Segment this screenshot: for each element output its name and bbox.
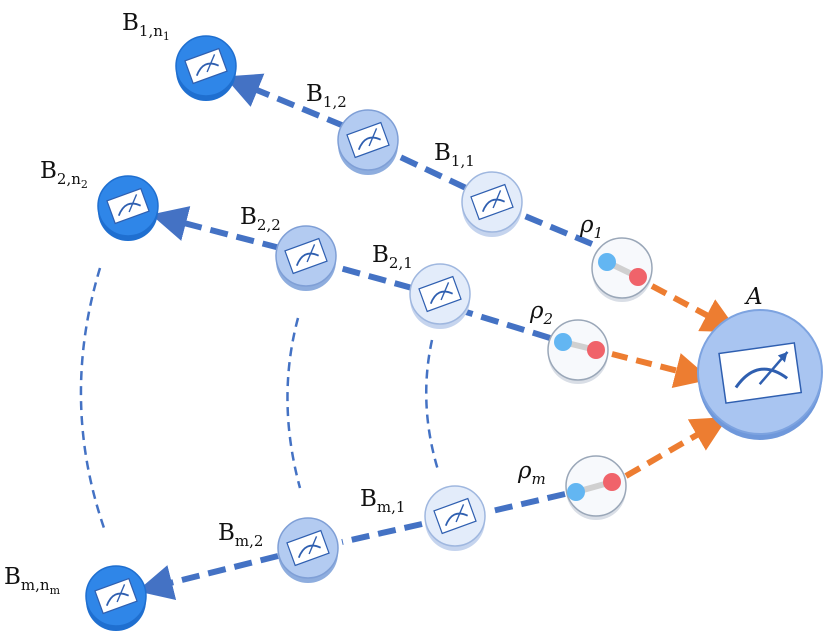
meter-icon bbox=[433, 497, 477, 535]
chain-2-link bbox=[465, 309, 551, 341]
chain-1-link bbox=[396, 153, 468, 191]
state-m-pair bbox=[565, 455, 627, 520]
state-1-pair bbox=[591, 237, 653, 302]
ellipsis-arc-icon bbox=[79, 267, 106, 529]
meter-icon bbox=[184, 47, 228, 85]
chain-2-arrow bbox=[150, 206, 281, 251]
ellipsis-arc-icon bbox=[424, 339, 440, 471]
state-m-arrow bbox=[624, 416, 728, 479]
node-b-1-2-label: B1,2 bbox=[306, 81, 347, 111]
node-b-m-n-label: Bm,nm bbox=[4, 564, 61, 597]
node-b-2-1 bbox=[409, 263, 471, 329]
state-m-label: ρm bbox=[517, 458, 546, 488]
state-2-pair bbox=[547, 319, 609, 384]
state-1-arrow bbox=[650, 283, 739, 333]
node-b-2-1-label: B2,1 bbox=[372, 242, 413, 272]
chain-m-link bbox=[341, 521, 423, 545]
node-b-1-1-label: B1,1 bbox=[434, 140, 475, 170]
chain-1-arrow bbox=[224, 73, 346, 129]
node-b-2-2 bbox=[275, 225, 337, 291]
entangled-pair-icon bbox=[554, 333, 605, 359]
meter-icon bbox=[284, 237, 328, 275]
meter-icon bbox=[470, 183, 514, 221]
node-b-2-2-label: B2,2 bbox=[240, 204, 281, 234]
meter-icon bbox=[346, 121, 390, 159]
chain-2-link bbox=[339, 265, 413, 291]
chain-m-connectors bbox=[136, 491, 566, 601]
node-b-1-n-label: B1,n1 bbox=[122, 10, 170, 43]
node-b-m-2-label: Bm,2 bbox=[218, 520, 263, 550]
entangled-pair-icon bbox=[598, 253, 647, 286]
ellipsis-arc-icon bbox=[286, 317, 302, 489]
central-node-label: A bbox=[744, 284, 763, 310]
meter-icon bbox=[94, 577, 138, 615]
central-node bbox=[697, 309, 823, 440]
chain-1-connectors bbox=[224, 73, 594, 247]
chain-2-connectors bbox=[150, 206, 551, 341]
node-b-m-2 bbox=[277, 517, 339, 583]
node-b-2-n bbox=[97, 175, 159, 241]
entangled-pair-icon bbox=[567, 473, 621, 501]
node-b-2-n-label: B2,n2 bbox=[40, 158, 88, 191]
state-2-arrow bbox=[611, 351, 712, 388]
ellipsis-arcs bbox=[79, 267, 440, 529]
state-arrows bbox=[611, 283, 739, 479]
node-b-m-1 bbox=[424, 485, 486, 551]
node-b-1-n bbox=[175, 35, 237, 101]
chain-m-link bbox=[487, 491, 566, 515]
node-b-1-2 bbox=[337, 109, 399, 175]
state-2-label: ρ2 bbox=[529, 298, 553, 328]
meter-icon bbox=[106, 187, 150, 225]
meter-icon bbox=[286, 529, 330, 567]
state-1-label: ρ1 bbox=[579, 212, 603, 242]
chain-m-arrow bbox=[136, 553, 279, 601]
chain-1-link bbox=[518, 211, 594, 247]
meter-icon bbox=[718, 342, 803, 404]
node-b-m-1-label: Bm,1 bbox=[360, 486, 405, 516]
node-b-1-1 bbox=[461, 171, 523, 237]
meter-icon bbox=[418, 275, 462, 313]
node-b-m-n bbox=[85, 565, 147, 631]
